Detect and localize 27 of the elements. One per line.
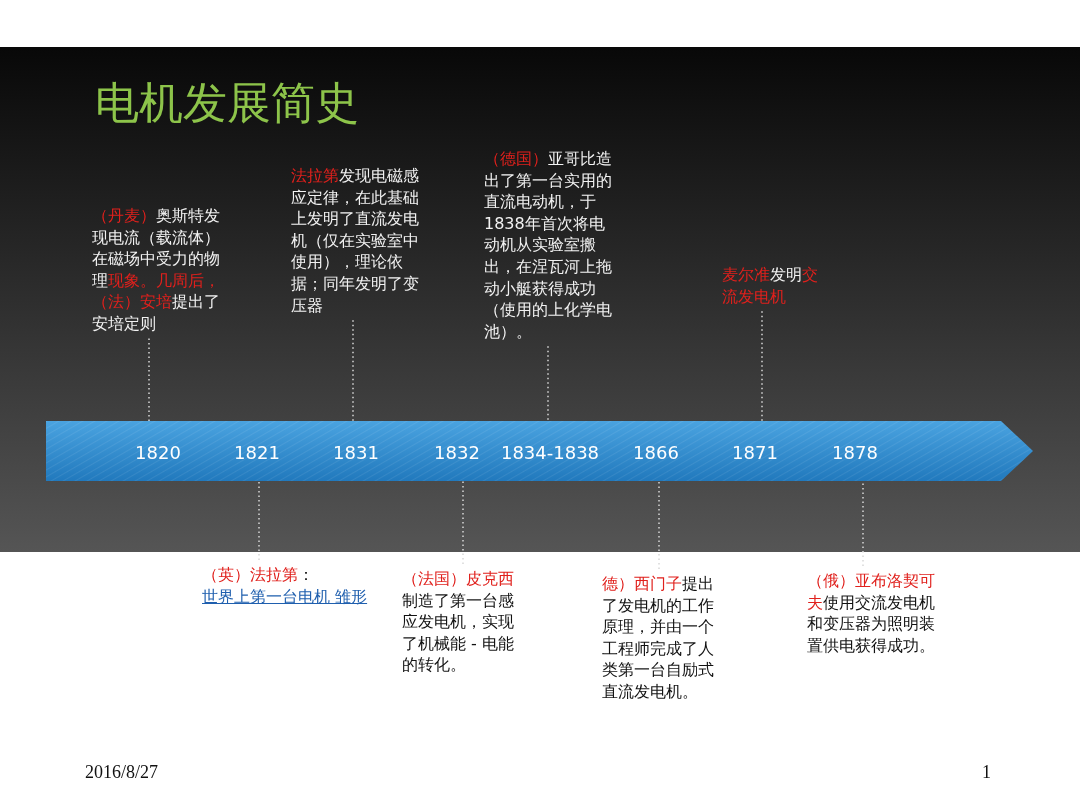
event-text: （英）法拉第： [202, 564, 315, 586]
link: 世界上第一台电机 雏形 [202, 586, 368, 606]
page-number: 1 [982, 762, 991, 783]
year-label: 1820 [123, 421, 193, 481]
year-label: 1834-1838 [490, 421, 610, 481]
event-text: （丹麦）奥斯特发现电流（载流体）在磁场中受力的物理现象。几周后，（法）安培提出了安培定则 [92, 205, 220, 335]
date-text: 2016/8/27 [85, 762, 158, 783]
event-text: 法拉第发现电磁感应定律，在此基础上发明了直流发电机（仅在实验室中使用），理论依据；同年发明了变压器 [291, 165, 420, 317]
leader-line [352, 319, 354, 422]
year-label: 1821 [222, 421, 292, 481]
year-label: 1878 [820, 421, 890, 481]
event-text: （德国）亚哥比造出了第一台实用的直流电动机，于1838年首次将电动机从实验室搬出，在涅瓦河上拖动小艇获得成功（使用的上化学电池）。 [484, 148, 612, 343]
leader-line [148, 337, 150, 422]
year-label: 1866 [621, 421, 691, 481]
event-text: （法国）皮克西制造了第一台感应发电机，实现了机械能 - 电能的转化。 [402, 568, 515, 676]
leader-line [658, 480, 660, 570]
event-text: 德）西门子提出了发电机的工作原理，并由一个工程师完成了人类第一台自励式直流发电机。 [602, 573, 714, 703]
event-text: 麦尔准发明交流发电机 [722, 264, 819, 308]
leader-line [547, 345, 549, 422]
slide-title: 电机发展简史 [95, 76, 359, 130]
leader-line [258, 480, 260, 561]
year-label: 1831 [321, 421, 391, 481]
event-text: （俄）亚布洛契可夫使用交流发电机和变压器为照明装置供电获得成功。 [807, 570, 935, 657]
leader-line [462, 480, 464, 565]
year-label: 1832 [422, 421, 492, 481]
leader-line [761, 310, 763, 422]
year-label: 1871 [720, 421, 790, 481]
